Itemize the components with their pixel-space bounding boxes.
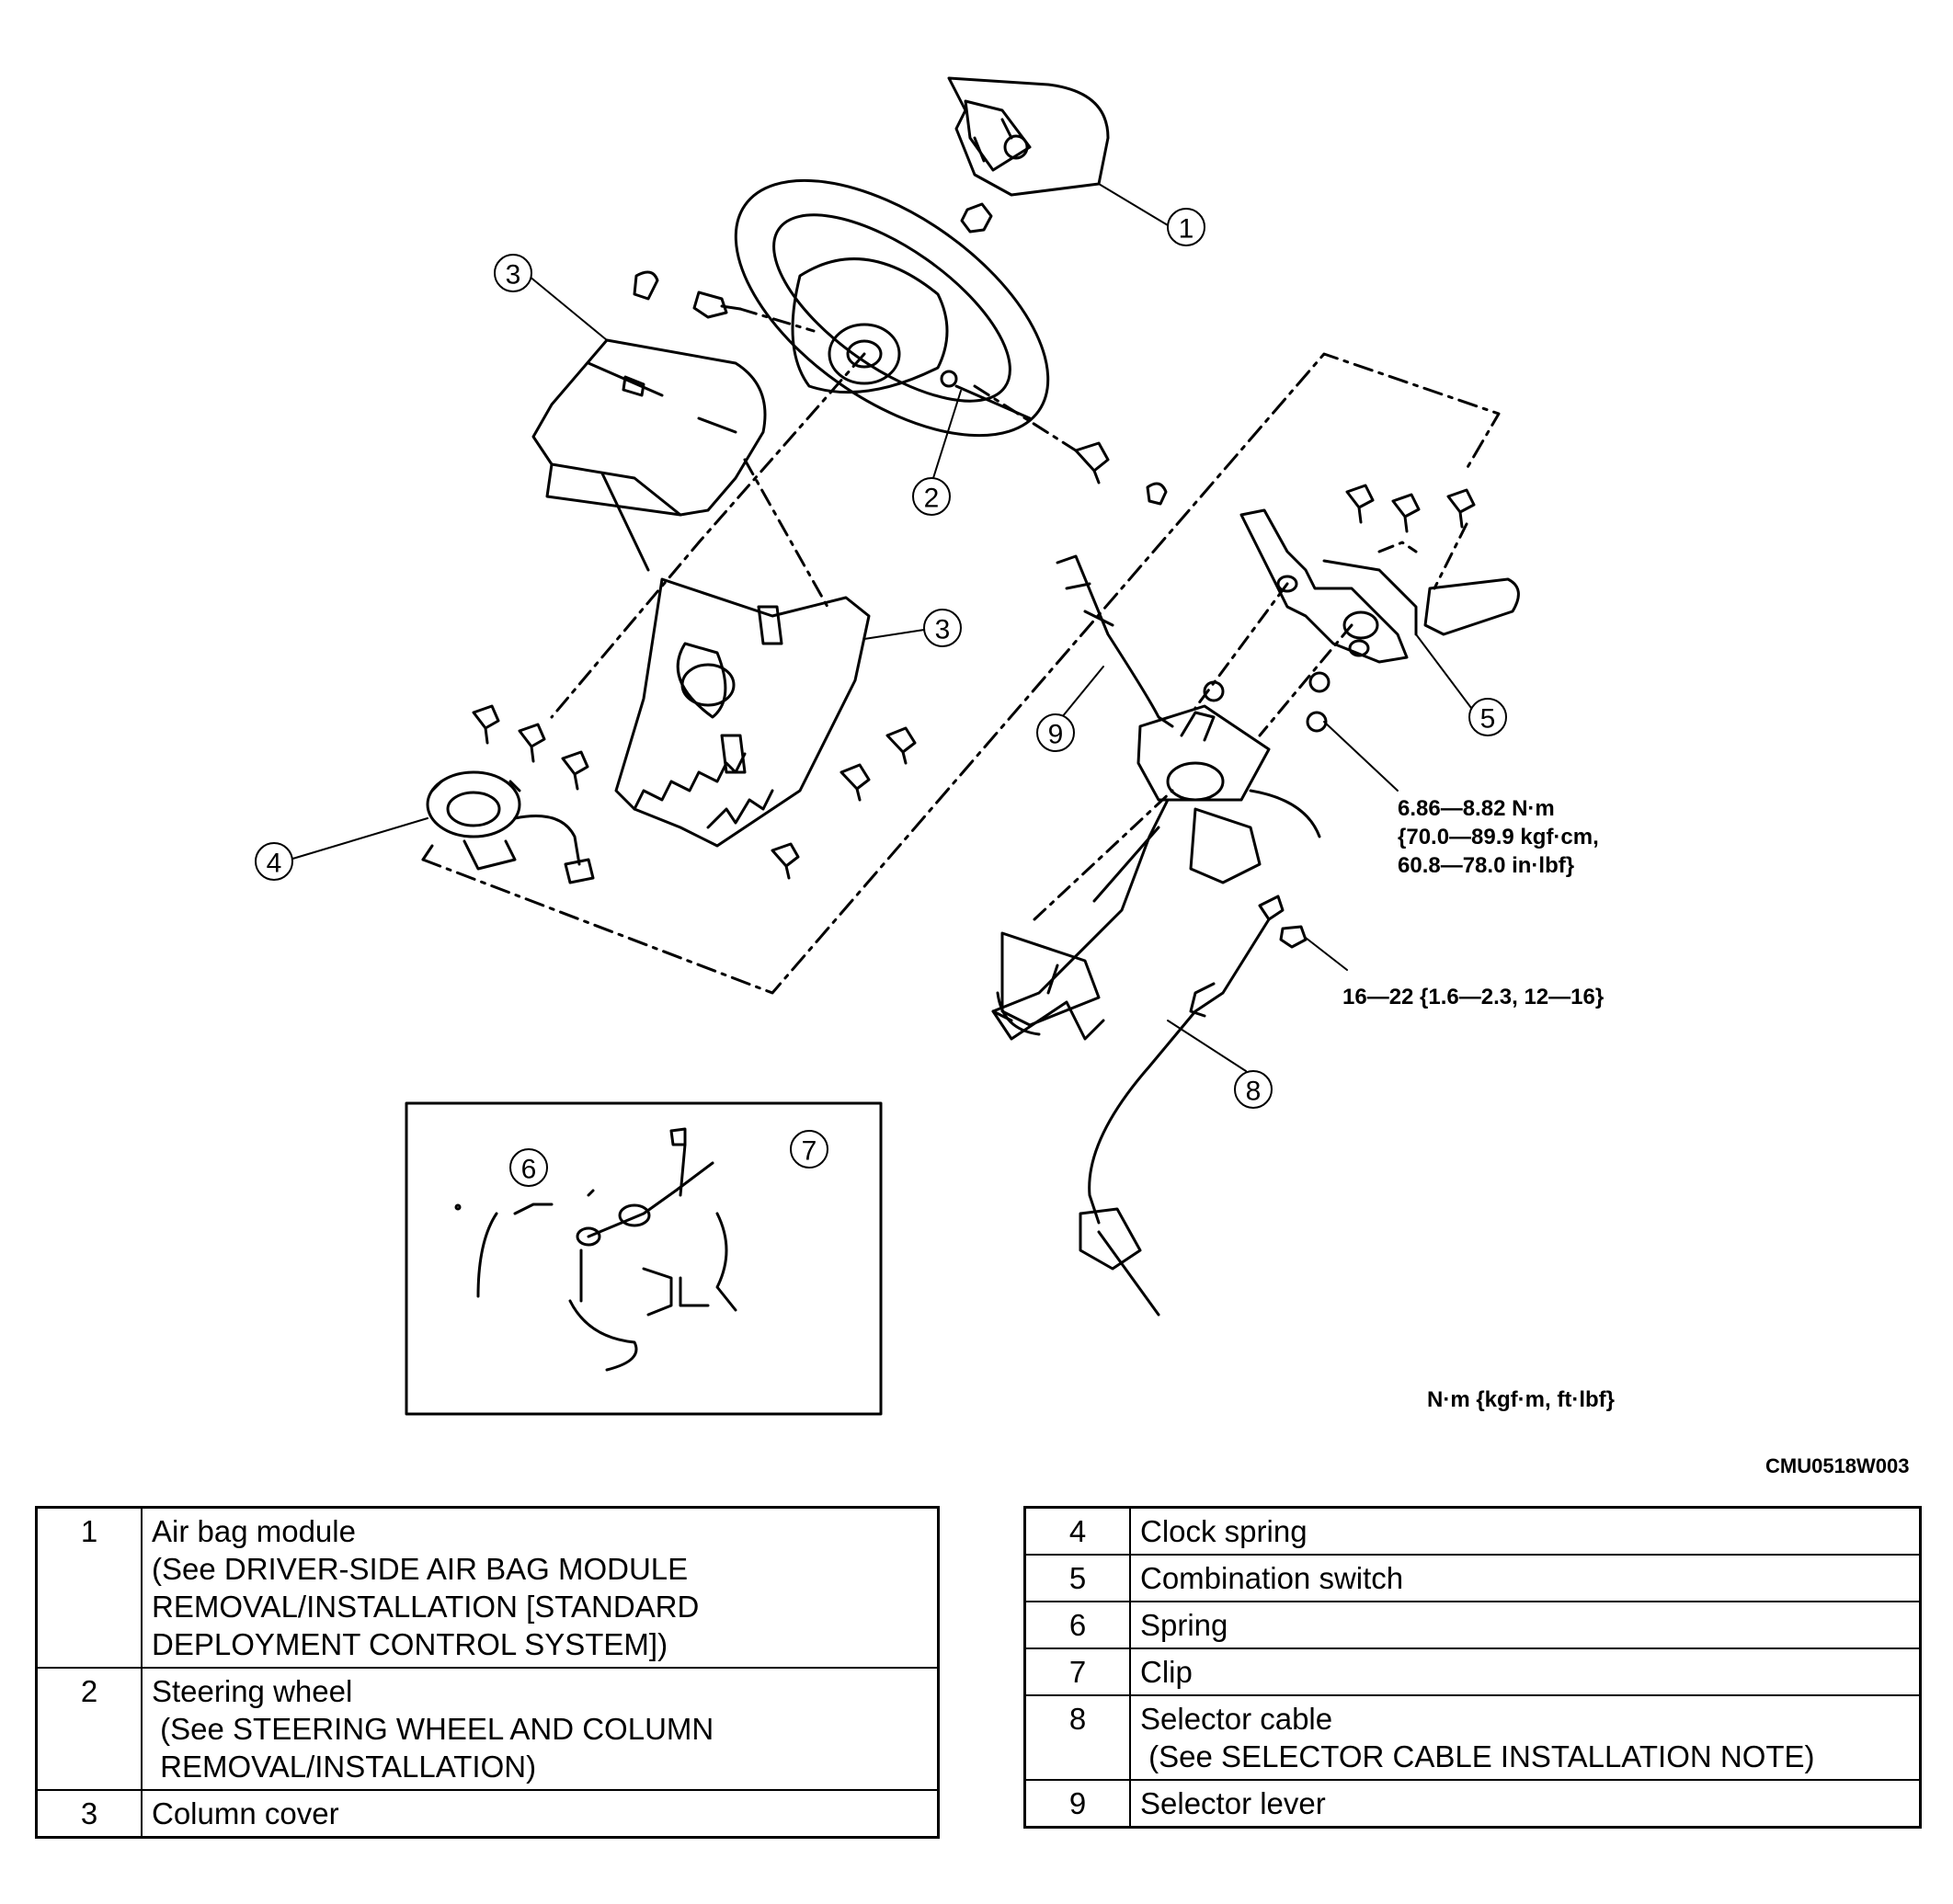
part-name: Spring [1140,1608,1228,1642]
bracket-nut [1279,925,1308,949]
inset-detail [454,1127,737,1372]
part-name: Clip [1140,1655,1193,1689]
steering-nut [960,202,993,234]
switch-screws [1345,484,1476,533]
clip-right [1146,482,1168,506]
callout-3b: 3 [935,615,951,645]
callout-6: 6 [521,1155,537,1185]
part-description: Steering wheel (See STEERING WHEEL AND C… [141,1667,940,1791]
parts-table-right: 4 Clock spring 5 Combination switch 6 Spring 7… [1023,1506,1922,1829]
part-note: DEPLOYMENT CONTROL SYSTEM]) [152,1627,668,1661]
parts-table-left: 1 Air bag module (See DRIVER-SIDE AIR BAG … [35,1506,940,1839]
callout-9: 9 [1048,720,1064,750]
part-description: Spring [1129,1601,1922,1649]
clock-spring-screws [472,704,589,791]
switch-body [1189,807,1262,884]
table-row: 6 Spring [1023,1601,1922,1649]
part-number: 2 [35,1667,143,1791]
column-bracket [1136,704,1271,802]
part-number: 8 [1023,1694,1131,1781]
table-row: 9 Selector lever [1023,1779,1922,1829]
callout-7: 7 [802,1136,817,1167]
clip-left [633,270,659,301]
upper-column-cover [531,338,767,517]
air-bag-module [947,76,1110,197]
torque-units: N·m {kgf·m, ft·lbf} [1427,1387,1615,1412]
torque-nut: 16—22 {1.6—2.3, 12—16} [1342,985,1604,1009]
clock-spring [426,770,595,884]
column-screws [1203,671,1331,733]
combination-switch [1239,508,1520,664]
part-description: Column cover [141,1789,940,1839]
torque-screws-line1: 6.86—8.82 N·m [1398,796,1555,821]
selector-cable [1079,918,1271,1317]
part-description: Air bag module (See DRIVER-SIDE AIR BAG M… [141,1506,940,1669]
cable-clip [1258,895,1285,921]
part-name: Air bag module [152,1514,356,1548]
table-row: 3 Column cover [35,1789,940,1839]
inset-box [405,1101,883,1416]
part-note: (See STEERING WHEEL AND COLUMN [152,1712,714,1746]
part-number: 5 [1023,1554,1131,1602]
part-name: Selector cable [1140,1702,1333,1736]
callout-8: 8 [1246,1077,1262,1107]
part-number: 9 [1023,1779,1131,1829]
callout-2: 2 [924,484,940,514]
part-description: Selector cable (See SELECTOR CABLE INSTA… [1129,1694,1922,1781]
part-note: REMOVAL/INSTALLATION [STANDARD [152,1590,700,1624]
lower-column-cover [614,577,871,848]
part-number: 1 [35,1506,143,1669]
part-name: Combination switch [1140,1561,1404,1595]
part-description: Combination switch [1129,1554,1922,1602]
bolt-right [1074,441,1110,485]
torque-screws-line2: {70.0—89.9 kgf·cm, [1398,825,1599,849]
part-note: REMOVAL/INSTALLATION) [152,1750,537,1784]
part-name: Steering wheel [152,1674,353,1708]
part-description: Clock spring [1129,1506,1922,1556]
callout-3a: 3 [506,260,521,291]
steering-wheel [734,178,1050,438]
exploded-diagram: 1 3 2 3 4 5 6 7 8 9 6.86—8.82 N·m {70.0—… [255,76,1615,1416]
part-number: 6 [1023,1601,1131,1649]
table-row: 7 Clip [1023,1647,1922,1696]
cover-screws [771,726,917,880]
table-row: 1 Air bag module (See DRIVER-SIDE AIR BAG … [35,1506,940,1669]
table-row: 4 Clock spring [1023,1506,1922,1556]
part-name: Clock spring [1140,1514,1308,1548]
part-number: 4 [1023,1506,1131,1556]
part-description: Selector lever [1129,1779,1922,1829]
part-name: Selector lever [1140,1786,1326,1820]
parts-table-right-body: 4 Clock spring 5 Combination switch 6 Spring 7… [1023,1506,1922,1829]
callout-1: 1 [1179,214,1194,245]
table-row: 5 Combination switch [1023,1554,1922,1602]
part-note: (See DRIVER-SIDE AIR BAG MODULE [152,1552,689,1586]
document-code: CMU0518W003 [1765,1454,1910,1477]
torque-screws-line3: 60.8—78.0 in·lbf} [1398,853,1574,878]
selector-lever [1056,554,1174,728]
callout-4: 4 [267,849,282,879]
part-name: Column cover [152,1796,339,1830]
parts-table-left-body: 1 Air bag module (See DRIVER-SIDE AIR BAG … [35,1506,940,1839]
part-number: 7 [1023,1647,1131,1696]
steering-column [991,789,1174,1041]
part-description: Clip [1129,1647,1922,1696]
part-note: (See SELECTOR CABLE INSTALLATION NOTE) [1140,1739,1815,1773]
part-number: 3 [35,1789,143,1839]
bolt-left [692,291,742,319]
callout-5: 5 [1480,704,1496,735]
